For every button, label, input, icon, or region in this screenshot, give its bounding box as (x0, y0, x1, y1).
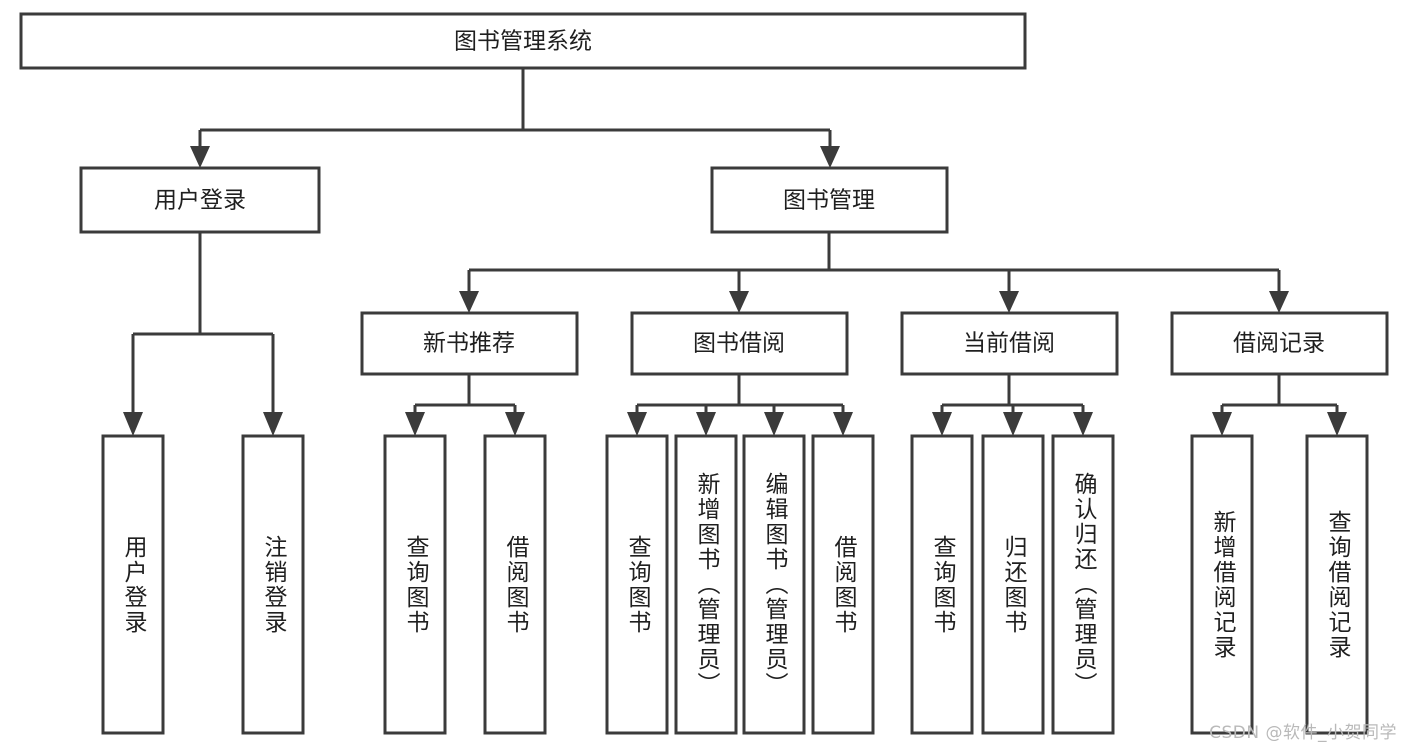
arrow-head-to-new-book-recommend (459, 291, 479, 313)
leaf-box-query-book-1[interactable] (383, 434, 447, 735)
arrow-head-to-leaf-query-book-2 (627, 412, 647, 436)
connector-new-book-recommend-to-leaves (405, 374, 525, 436)
book-management-label: 图书管理 (783, 188, 875, 214)
leaf-box-edit-book[interactable] (742, 434, 806, 735)
arrow-head-to-leaf-borrow-book-1 (505, 412, 525, 436)
leaf-box-borrow-book-2[interactable] (811, 434, 875, 735)
watermark-text: CSDN @软件_小贺同学 (1209, 723, 1397, 743)
arrow-head-to-leaf-query-book-1 (405, 412, 425, 436)
connector-user-login-to-leaves (123, 232, 283, 436)
book-borrow-label: 图书借阅 (693, 331, 785, 357)
arrow-head-to-leaf-confirm-return (1073, 412, 1093, 436)
arrow-head-to-leaf-edit-book (764, 412, 784, 436)
arrow-head-to-leaf-return-book (1003, 412, 1023, 436)
arrow-head-to-current-borrow (999, 291, 1019, 313)
node-root[interactable]: 图书管理系统 (19, 12, 1027, 70)
arrow-head-to-user-login (190, 146, 210, 168)
leaf-box-query-book-2[interactable] (605, 434, 669, 735)
connector-borrow-record-to-leaves (1212, 374, 1347, 436)
leaf-box-return-book[interactable] (981, 434, 1045, 735)
leaf-box-confirm-return[interactable] (1051, 434, 1115, 735)
connector-root-to-level2 (190, 68, 840, 168)
root-box[interactable] (19, 12, 1027, 70)
leaf-box-logout-login[interactable] (241, 434, 305, 735)
leaf-box-add-record[interactable] (1190, 434, 1254, 735)
borrow-record-label: 借阅记录 (1233, 331, 1325, 357)
leaf-box-query-book-3[interactable] (910, 434, 974, 735)
node-current-borrow[interactable]: 当前借阅 (900, 311, 1119, 376)
arrow-head-to-leaf-borrow-book-2 (833, 412, 853, 436)
connector-book-borrow-to-leaves (627, 374, 853, 436)
arrow-head-to-leaf-query-record (1327, 412, 1347, 436)
new-book-recommend-box[interactable] (360, 311, 579, 376)
arrow-head-to-leaf-add-record (1212, 412, 1232, 436)
leaf-box-query-record[interactable] (1305, 434, 1369, 735)
user-login-label: 用户登录 (154, 188, 246, 214)
node-book-management[interactable]: 图书管理 (710, 166, 949, 234)
arrow-head-to-borrow-record (1269, 291, 1289, 313)
user-login-box[interactable] (79, 166, 321, 234)
current-borrow-box[interactable] (900, 311, 1119, 376)
arrow-head-to-book-management (820, 146, 840, 168)
arrow-head-to-leaf-user-login (123, 412, 143, 436)
leaf-box-add-book[interactable] (674, 434, 738, 735)
leaf-box-user-login[interactable] (101, 434, 165, 735)
connector-current-borrow-to-leaves (932, 374, 1093, 436)
arrow-head-to-leaf-logout-login (263, 412, 283, 436)
leaf-box-borrow-book-1[interactable] (483, 434, 547, 735)
arrow-head-to-leaf-add-book (696, 412, 716, 436)
node-new-book-recommend[interactable]: 新书推荐 (360, 311, 579, 376)
node-borrow-record[interactable]: 借阅记录 (1170, 311, 1389, 376)
node-user-login[interactable]: 用户登录 (79, 166, 321, 234)
current-borrow-label: 当前借阅 (963, 331, 1055, 357)
new-book-recommend-label: 新书推荐 (423, 331, 515, 357)
leaf-boxes-group (101, 434, 1369, 735)
arrow-head-to-leaf-query-book-3 (932, 412, 952, 436)
node-book-borrow[interactable]: 图书借阅 (630, 311, 849, 376)
connector-book-management-to-level3 (459, 232, 1289, 313)
arrow-head-to-book-borrow (729, 291, 749, 313)
root-label: 图书管理系统 (454, 29, 592, 55)
